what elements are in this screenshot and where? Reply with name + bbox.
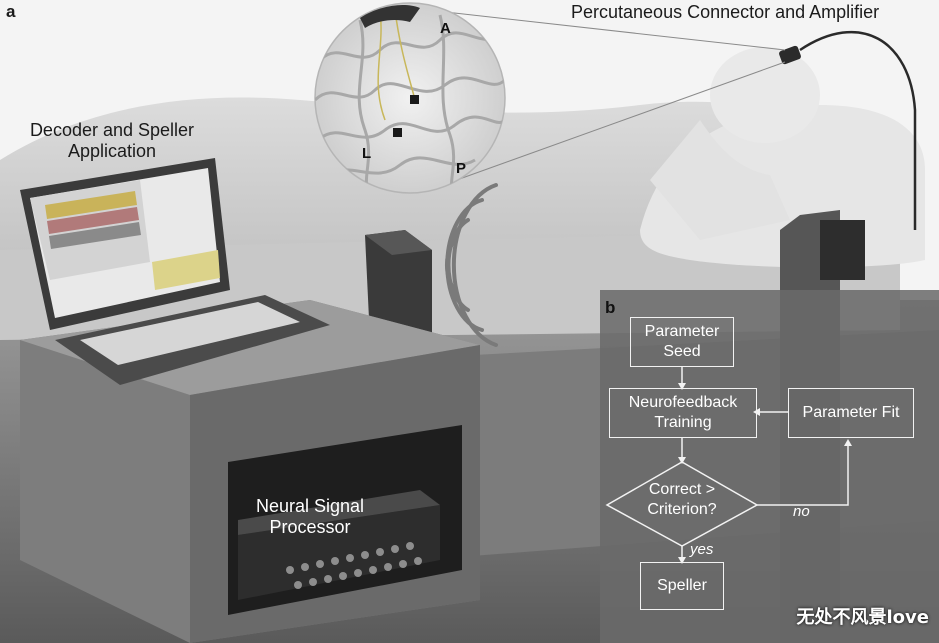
decoder-label: Decoder and Speller Application	[29, 120, 195, 161]
edge-label-no: no	[793, 503, 810, 520]
speller-row-3	[49, 222, 141, 249]
bed-mount	[820, 220, 865, 280]
node-speller: Speller	[640, 562, 724, 610]
laptop-keyboard	[80, 302, 300, 365]
receiver-box	[365, 230, 432, 340]
processor-label: Neural Signal Processor	[255, 496, 365, 537]
node-parameter-fit-label: Parameter Fit	[802, 404, 900, 421]
zoom-line-bottom	[439, 61, 786, 187]
electrode-pad-2	[393, 128, 402, 137]
edge-decision-fit	[757, 442, 849, 506]
node-speller-label: Speller	[657, 577, 707, 594]
node-parameter-fit: Parameter Fit	[788, 388, 914, 438]
node-neurofeedback-training: Neurofeedback Training	[609, 388, 757, 438]
speller-row-highlight	[45, 191, 137, 219]
panel-a-letter: a	[6, 2, 16, 21]
processor-top	[238, 490, 440, 535]
node-decision-label: Correct > Criterion?	[647, 481, 717, 518]
zoom-line-top	[409, 7, 786, 51]
brain-letter-anterior: A	[440, 20, 451, 37]
receiver-box-top	[365, 230, 432, 255]
electrode-connector-cap	[360, 5, 420, 28]
speller-row-2	[47, 207, 139, 234]
connector-cable	[799, 30, 917, 230]
panel-b-letter: b	[605, 298, 616, 317]
watermark-text: 无处不风景love	[796, 607, 929, 628]
connector-label: Percutaneous Connector and Amplifier	[571, 2, 880, 22]
brain-letter-lateral: L	[362, 145, 372, 162]
speller-output-panel	[152, 250, 220, 290]
decision-diamond	[605, 461, 759, 547]
node-parameter-seed-label: Parameter Seed	[644, 323, 720, 360]
electrode-wire-2	[394, 9, 416, 101]
panel-b-overlay	[600, 290, 939, 643]
processor-connectors	[286, 542, 422, 589]
brain-gyri	[315, 14, 505, 193]
edge-label-yes: yes	[690, 541, 714, 558]
electrode-wire-1	[377, 9, 386, 121]
electrode-pad-1	[410, 95, 419, 104]
processor-unit	[238, 505, 440, 600]
patient-head	[710, 47, 820, 143]
patient-neck	[650, 120, 790, 240]
brain-letter-posterior: P	[456, 160, 467, 177]
wireless-signal-icon	[445, 183, 498, 347]
node-neurofeedback-training-label: Neurofeedback Training	[628, 394, 738, 431]
node-parameter-seed: Parameter Seed	[630, 317, 734, 367]
